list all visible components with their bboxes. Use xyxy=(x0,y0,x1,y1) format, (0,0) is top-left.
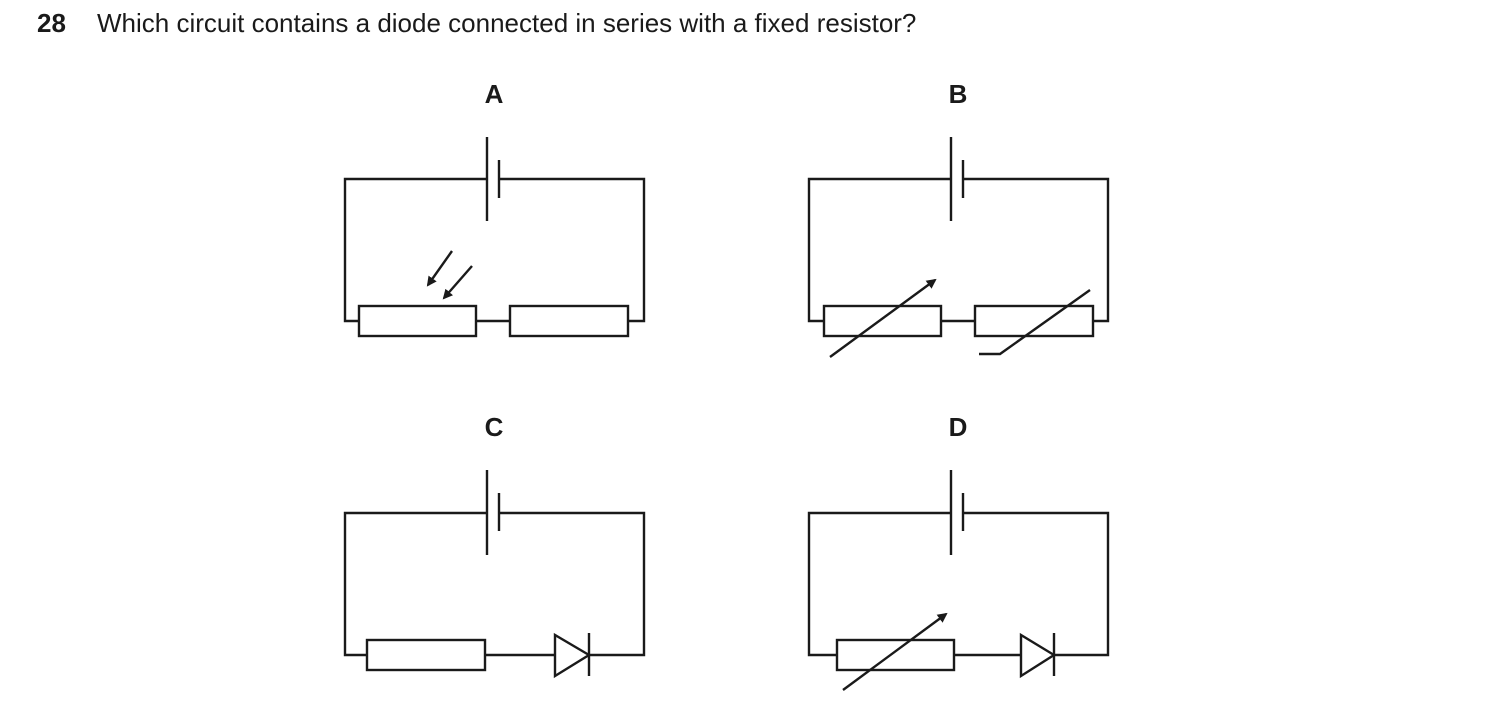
cell-icon xyxy=(949,470,965,555)
cell-icon xyxy=(949,137,965,221)
cell-icon xyxy=(485,470,501,555)
circuit-a-wires xyxy=(343,177,646,323)
thermistor-icon xyxy=(973,289,1095,356)
option-label-b: B xyxy=(949,79,968,109)
question: 28 Which circuit contains a diode connect… xyxy=(37,8,916,39)
option-label-d: D xyxy=(949,412,968,442)
fixed-resistor-icon xyxy=(508,304,630,338)
circuit-option-b[interactable]: B xyxy=(807,79,1110,358)
circuit-c-wires xyxy=(343,511,646,657)
circuit-option-c[interactable]: C xyxy=(343,412,646,679)
circuit-b-wires xyxy=(807,177,1110,323)
ldr-icon xyxy=(357,250,478,338)
diode-icon xyxy=(1019,632,1057,679)
circuit-d-wires xyxy=(807,511,1110,657)
cell-icon xyxy=(485,137,501,221)
question-number: 28 xyxy=(37,8,66,38)
option-label-a: A xyxy=(485,79,504,109)
circuit-option-d[interactable]: D xyxy=(807,412,1110,691)
diode-icon xyxy=(553,632,592,679)
fixed-resistor-icon xyxy=(365,638,487,672)
circuit-option-a[interactable]: A xyxy=(343,79,646,338)
variable-resistor-icon xyxy=(835,612,956,691)
question-text: Which circuit contains a diode connected… xyxy=(97,8,917,38)
variable-resistor-icon xyxy=(822,278,943,358)
option-label-c: C xyxy=(485,412,504,442)
